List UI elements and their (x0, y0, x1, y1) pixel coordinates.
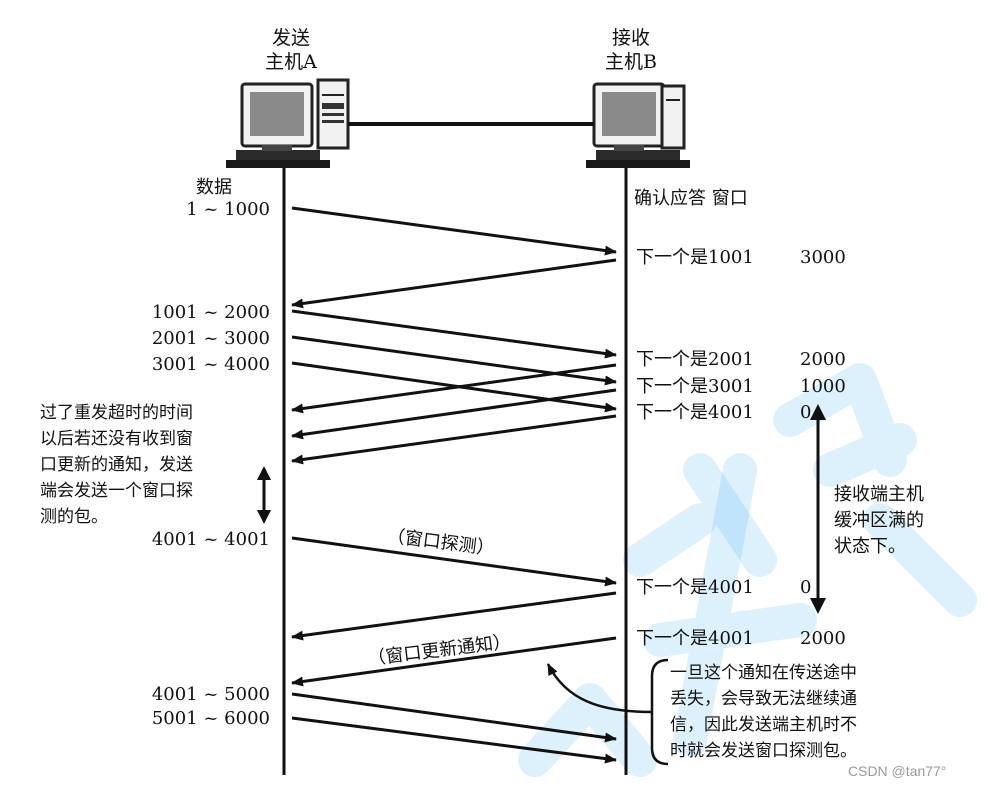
host-a-title-line2: 主机A (265, 51, 317, 73)
buffer-note-line2: 缓冲区满的 (834, 510, 924, 531)
data-label-7: 5001 ~ 6000 (152, 708, 270, 729)
retransmit-note-line1: 过了重发超时的时间 (40, 403, 193, 423)
window-value-5: 0 (800, 577, 811, 598)
retransmit-note-line3: 口更新的通知，发送 (40, 455, 193, 475)
buffer-full-duration-arrow (810, 404, 826, 614)
ack-label-6: 下一个是4001 (636, 628, 754, 649)
host-b-computer-icon (586, 82, 690, 168)
host-b-title-line2: 主机B (605, 51, 657, 73)
arrow-data-5001-6000 (291, 716, 617, 764)
window-value-3: 1000 (800, 376, 846, 397)
window-value-2: 2000 (800, 349, 846, 370)
host-a-title-line1: 发送 (272, 27, 310, 49)
arrow-window-probe (291, 536, 617, 587)
window-value-4: 0 (800, 402, 811, 423)
data-label-1: 1 ~ 1000 (186, 199, 270, 220)
loss-note-line2: 丢失，会导致无法继续通 (670, 689, 857, 709)
retransmit-note-line4: 端会发送一个窗口探 (40, 481, 193, 501)
host-b-title-line1: 接收 (612, 27, 650, 49)
arrow-ack-3001 (291, 388, 617, 440)
data-label-6: 4001 ~ 5000 (152, 684, 270, 705)
host-a-computer-icon (226, 78, 350, 168)
data-label-2: 1001 ~ 2000 (152, 302, 270, 323)
data-label-3: 2001 ~ 3000 (152, 328, 270, 349)
data-label-5: 4001 ~ 4001 (152, 529, 270, 550)
data-label-4: 3001 ~ 4000 (152, 354, 270, 375)
loss-note-bracket (650, 658, 669, 766)
arrow-data-1-1000 (291, 206, 617, 256)
retransmit-note-line2: 以后若还没有收到窗 (40, 429, 193, 449)
window-value-6: 2000 (800, 628, 846, 649)
arrow-ack-2001 (291, 363, 617, 414)
arrow-ack-probe-reply (291, 591, 617, 641)
buffer-note-line3: 状态下。 (834, 536, 906, 557)
window-value-1: 3000 (800, 247, 846, 268)
ack-window-header: 确认应答 窗口 (634, 188, 748, 209)
arrow-ack-4001 (291, 414, 617, 465)
timeout-interval-arrow (257, 466, 271, 524)
loss-note-line3: 信，因此发送端主机时不 (670, 715, 857, 735)
ack-label-5: 下一个是4001 (636, 577, 754, 598)
retransmit-note-line5: 测的包。 (40, 507, 108, 527)
arrow-ack-1001 (291, 258, 617, 309)
arrow-data-2001-3000 (291, 335, 617, 386)
arrow-data-1001-2000 (291, 309, 617, 359)
watermark-graphic (518, 363, 977, 777)
arrow-window-update (291, 636, 617, 687)
ack-label-3: 下一个是3001 (636, 376, 754, 397)
loss-note-line4: 时就会发送窗口探测包。 (670, 741, 857, 761)
buffer-note-line1: 接收端主机 (834, 484, 924, 505)
ack-label-2: 下一个是2001 (636, 349, 754, 370)
ack-label-1: 下一个是1001 (636, 247, 754, 268)
arrow-data-4001-5000 (291, 692, 617, 743)
watermark-text: CSDN @tan77° (848, 763, 946, 779)
data-header: 数据 (196, 177, 232, 198)
ack-label-4: 下一个是4001 (636, 402, 754, 423)
loss-note-pointer-arrow (546, 663, 653, 714)
loss-note-line1: 一旦这个通知在传送途中 (670, 663, 857, 683)
